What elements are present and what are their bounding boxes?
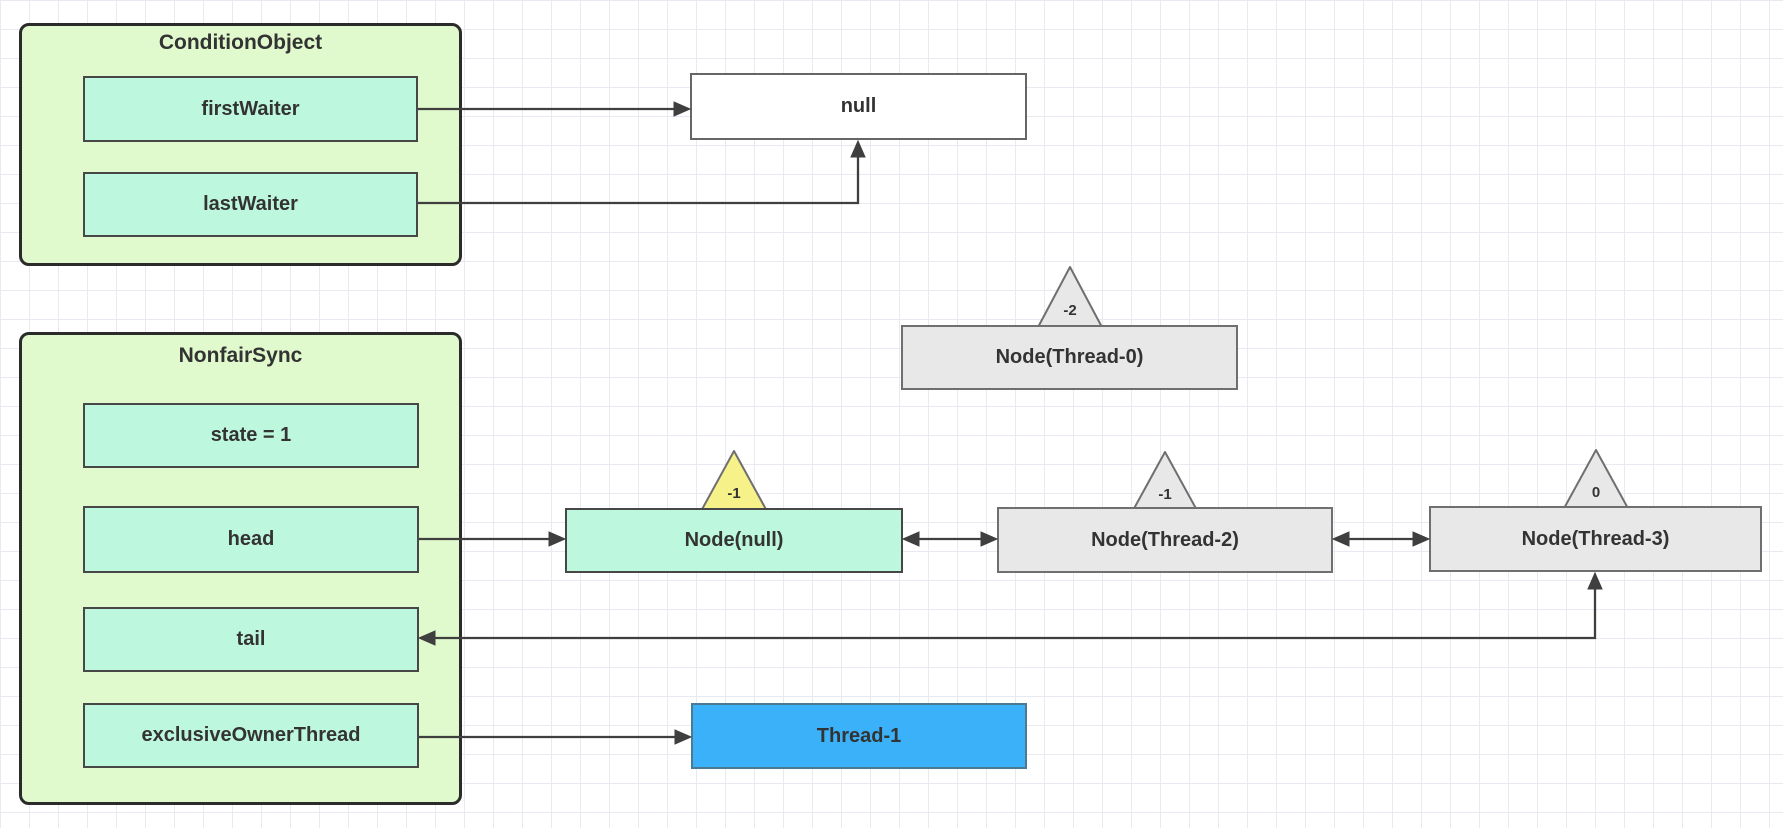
field-head: head (83, 506, 419, 573)
condition-object-title: ConditionObject (158, 31, 323, 54)
waitstatus-triangle-thread3 (1561, 449, 1631, 513)
field-tail: tail (83, 607, 419, 672)
field-first-waiter: firstWaiter (83, 76, 418, 142)
node-thread2-box: Node(Thread-2) (997, 507, 1333, 573)
connector-node-null-thread2 (901, 531, 999, 547)
null-box: null (690, 73, 1027, 140)
waitstatus-label-thread0: -2 (1063, 302, 1077, 319)
waitstatus-label-thread3: 0 (1591, 484, 1601, 501)
nonfair-sync-title: NonfairSync (178, 344, 303, 367)
waitstatus-triangle-thread2 (1130, 451, 1200, 515)
field-last-waiter: lastWaiter (83, 172, 418, 237)
connector-lastwaiter-null (418, 139, 866, 205)
waitstatus-label-thread2: -1 (1158, 486, 1172, 503)
connector-thread2-thread3 (1331, 531, 1431, 547)
field-state: state = 1 (83, 403, 419, 468)
thread1-box: Thread-1 (691, 703, 1027, 769)
node-thread0-box: Node(Thread-0) (901, 325, 1238, 390)
waitstatus-triangle-node-null (699, 450, 769, 514)
field-exclusive-owner-thread: exclusiveOwnerThread (83, 703, 419, 768)
waitstatus-label-node-null: -1 (727, 485, 741, 502)
node-null-box: Node(null) (565, 508, 903, 573)
node-thread3-box: Node(Thread-3) (1429, 506, 1762, 572)
waitstatus-triangle-thread0 (1035, 266, 1105, 332)
connector-tail-thread3 (417, 571, 1603, 646)
